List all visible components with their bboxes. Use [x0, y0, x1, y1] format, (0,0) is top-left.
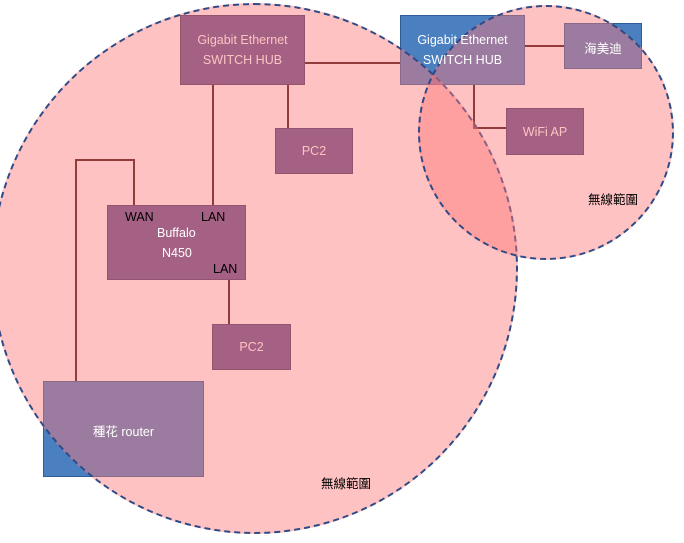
wireless-range-large-label: 無線範圍: [321, 477, 372, 491]
buffalo-lan-bottom-label: LAN: [213, 262, 238, 276]
haimeidi-label: 海美迪: [584, 42, 622, 56]
wireless-range-small-label: 無線範圍: [588, 193, 639, 207]
switch-right-text: Gigabit Ethernet SWITCH HUB: [400, 30, 525, 70]
buffalo-name-line2: N450: [162, 246, 192, 260]
switch-right-line2: SWITCH HUB: [422, 53, 503, 67]
router-label: 種花 router: [92, 425, 155, 439]
buffalo-wan-label: WAN: [125, 210, 154, 224]
router-text: 種花 router: [43, 421, 204, 440]
haimeidi-text: 海美迪: [564, 38, 642, 57]
switch-right-line1: Gigabit Ethernet: [417, 33, 508, 47]
buffalo-lan-top-label: LAN: [201, 210, 226, 224]
buffalo-name-line1: Buffalo: [157, 226, 196, 240]
wireless-range-small: [418, 5, 674, 260]
